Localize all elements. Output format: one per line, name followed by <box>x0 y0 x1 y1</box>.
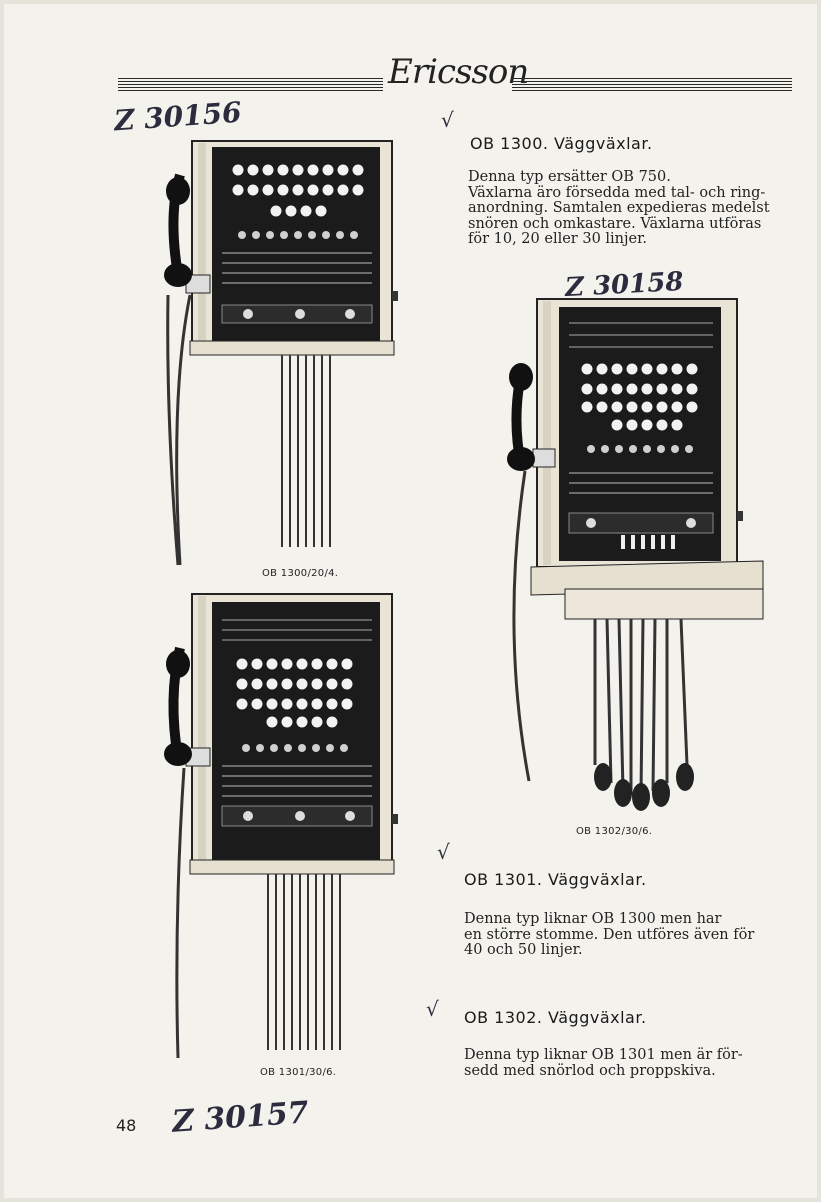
text-line: en större stomme. Den utföres även för <box>464 926 755 943</box>
text-line: anordning. Samtalen expedieras medelst <box>468 200 770 216</box>
checkmark-1: √ <box>441 108 454 132</box>
section-body-ob1300: Denna typ ersätter OB 750. Växlarna äro … <box>468 169 770 248</box>
handwritten-note-top: Z 30156 <box>113 95 243 138</box>
text-line: Denna typ liknar OB 1300 men har <box>464 911 722 927</box>
text-line: för 10, 20 eller 30 linjer. <box>468 231 648 247</box>
text-line: snören och omkastare. Växlarna utföras <box>468 215 762 232</box>
header-rule-left <box>118 78 383 92</box>
section-heading-ob1301: OB 1301. Väggväxlar. <box>464 870 647 889</box>
text-line: Växlarna äro försedda med tal- och ring- <box>468 184 766 201</box>
text-line: Denna typ liknar OB 1301 men är för- <box>464 1047 743 1063</box>
section-heading-ob1300: OB 1300. Väggväxlar. <box>470 134 653 153</box>
figure-caption-3: OB 1302/30/6. <box>576 826 653 837</box>
ericsson-logo: Ericsson <box>388 52 529 92</box>
handwritten-note-bottom: Z 30157 <box>170 1095 310 1140</box>
section-heading-ob1302: OB 1302. Väggväxlar. <box>464 1008 647 1027</box>
figure-caption-2: OB 1301/30/6. <box>260 1067 337 1078</box>
checkmark-3: √ <box>426 997 439 1021</box>
text-line: Denna typ ersätter OB 750. <box>468 169 671 185</box>
section-body-ob1301: Denna typ liknar OB 1300 men har en stör… <box>464 911 755 959</box>
figure-caption-1: OB 1300/20/4. <box>262 568 339 579</box>
page-number: 48 <box>116 1116 137 1135</box>
switchboard-illustration-ob1300 <box>164 140 398 566</box>
switchboard-illustration-ob1302 <box>507 298 764 811</box>
text-line: 40 och 50 linjer. <box>464 942 583 958</box>
header-rule-right <box>512 78 792 92</box>
switchboard-illustration-ob1301 <box>164 593 398 1059</box>
text-line: sedd med snörlod och proppskiva. <box>464 1062 716 1079</box>
checkmark-2: √ <box>437 840 450 864</box>
section-body-ob1302: Denna typ liknar OB 1301 men är för- sed… <box>464 1047 743 1079</box>
